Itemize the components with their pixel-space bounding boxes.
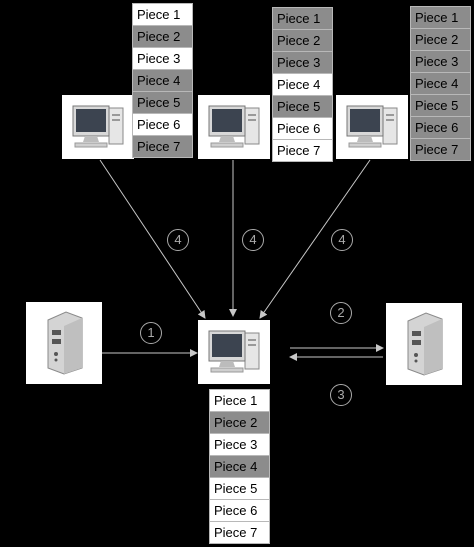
piece-cell: Piece 2 bbox=[132, 25, 193, 48]
peer-3-node bbox=[336, 95, 408, 159]
piece-cell: Piece 5 bbox=[272, 95, 333, 118]
piece-cell: Piece 4 bbox=[209, 455, 270, 478]
piece-cell: Piece 7 bbox=[132, 135, 193, 158]
piece-cell: Piece 1 bbox=[209, 389, 270, 412]
piece-cell: Piece 1 bbox=[132, 3, 193, 26]
desktop-computer-icon bbox=[208, 330, 260, 373]
piece-cell: Piece 1 bbox=[272, 7, 333, 30]
piece-cell: Piece 4 bbox=[410, 72, 471, 95]
desktop-computer-icon bbox=[346, 105, 398, 148]
tower-server-icon bbox=[407, 312, 443, 376]
piece-cell: Piece 6 bbox=[272, 117, 333, 140]
piece-cell: Piece 3 bbox=[272, 51, 333, 74]
step-2-marker: 2 bbox=[330, 302, 352, 324]
peer3-to-client-line bbox=[259, 159, 371, 319]
piece-cell: Piece 4 bbox=[132, 69, 193, 92]
client-pieces: Piece 1 Piece 2 Piece 3 Piece 4 Piece 5 … bbox=[209, 389, 270, 544]
piece-cell: Piece 5 bbox=[410, 94, 471, 117]
step-4-marker-center: 4 bbox=[242, 229, 264, 251]
piece-cell: Piece 5 bbox=[132, 91, 193, 114]
piece-cell: Piece 6 bbox=[132, 113, 193, 136]
piece-cell: Piece 2 bbox=[209, 411, 270, 434]
piece-cell: Piece 1 bbox=[410, 6, 471, 29]
peer1-to-client-line bbox=[99, 159, 206, 319]
tower-server-icon bbox=[47, 311, 83, 375]
peer-3-pieces: Piece 1 Piece 2 Piece 3 Piece 4 Piece 5 … bbox=[410, 6, 471, 161]
desktop-computer-icon bbox=[72, 105, 124, 148]
peer-2-node bbox=[198, 95, 270, 159]
tracker-server-node bbox=[386, 303, 462, 385]
seed-server-node bbox=[26, 302, 102, 384]
step-3-marker: 3 bbox=[330, 384, 352, 406]
piece-cell: Piece 7 bbox=[209, 521, 270, 544]
step-4-marker-right: 4 bbox=[331, 229, 353, 251]
piece-cell: Piece 3 bbox=[132, 47, 193, 70]
piece-cell: Piece 6 bbox=[209, 499, 270, 522]
peer-1-pieces: Piece 1 Piece 2 Piece 3 Piece 4 Piece 5 … bbox=[132, 3, 193, 158]
peer-2-pieces: Piece 1 Piece 2 Piece 3 Piece 4 Piece 5 … bbox=[272, 7, 333, 162]
step-1-marker: 1 bbox=[140, 322, 162, 344]
piece-cell: Piece 2 bbox=[410, 28, 471, 51]
piece-cell: Piece 4 bbox=[272, 73, 333, 96]
piece-cell: Piece 7 bbox=[410, 138, 471, 161]
step-4-marker-left: 4 bbox=[167, 229, 189, 251]
peer-1-node bbox=[62, 95, 134, 159]
piece-cell: Piece 2 bbox=[272, 29, 333, 52]
desktop-computer-icon bbox=[208, 105, 260, 148]
piece-cell: Piece 3 bbox=[410, 50, 471, 73]
piece-cell: Piece 6 bbox=[410, 116, 471, 139]
piece-cell: Piece 5 bbox=[209, 477, 270, 500]
client-node bbox=[198, 320, 270, 384]
piece-cell: Piece 3 bbox=[209, 433, 270, 456]
piece-cell: Piece 7 bbox=[272, 139, 333, 162]
